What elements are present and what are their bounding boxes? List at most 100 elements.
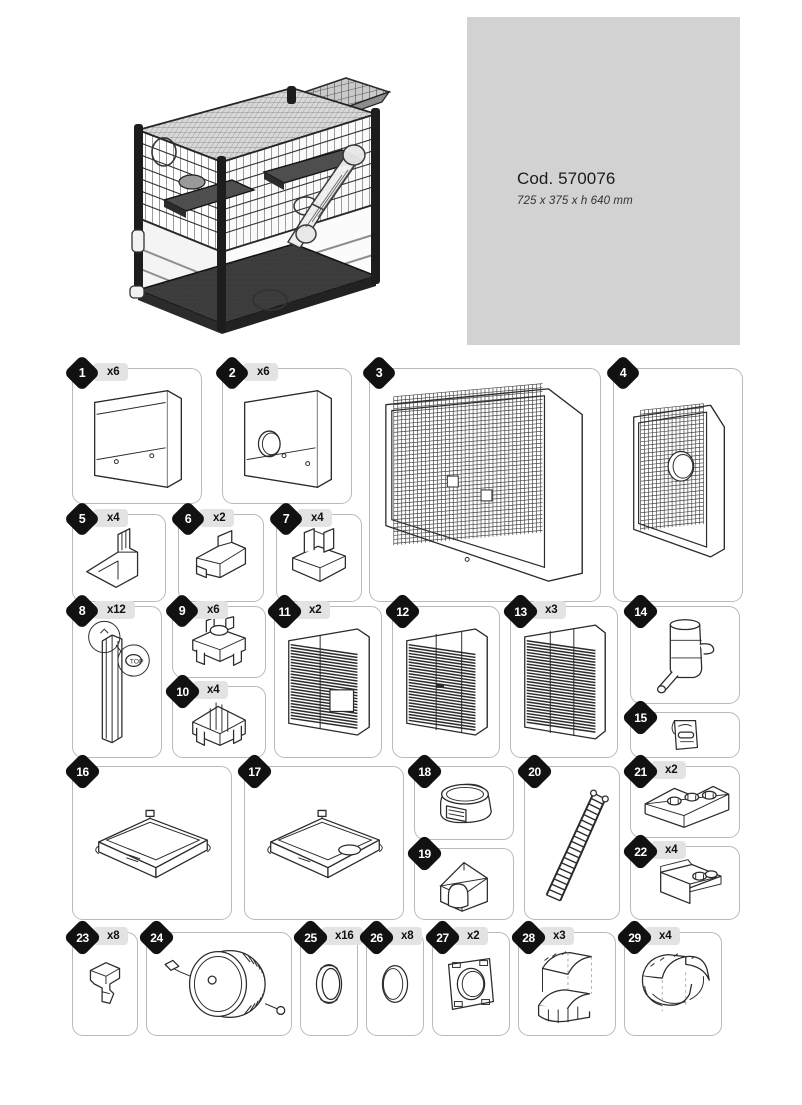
part-badge-13: 13	[501, 592, 540, 631]
part-number-15: 15	[634, 710, 647, 725]
part-number-22: 22	[634, 844, 647, 859]
part-number-18: 18	[418, 764, 431, 779]
part-illustration-side-panel-hole-icon	[223, 369, 351, 503]
part-quantity-1: x6	[93, 363, 129, 381]
part-illustration-slat-panel-tall-icon	[511, 607, 617, 757]
part-quantity-25: x16	[321, 927, 363, 945]
part-illustration-corner-bracket-icon	[73, 515, 165, 601]
part-illustration-tray-plain-icon	[73, 767, 231, 919]
part-card-20[interactable]: 20	[515, 752, 620, 920]
part-illustration-slat-panel-plain-icon	[393, 607, 499, 757]
part-badge-26: 26	[357, 918, 396, 957]
part-badge-20: 20	[515, 752, 554, 791]
part-illustration-connector-small-icon	[179, 515, 263, 601]
part-badge-23: 23	[63, 918, 102, 957]
part-badge-3: 3	[360, 354, 398, 392]
part-card-15[interactable]: 15	[621, 698, 740, 758]
product-dimensions: 725 x 375 x h 640 mm	[517, 195, 633, 207]
part-number-19: 19	[418, 846, 431, 861]
part-number-9: 9	[178, 603, 186, 618]
part-illustration-mesh-panel-wide-icon	[370, 369, 600, 601]
part-badge-17: 17	[235, 752, 274, 791]
part-number-17: 17	[248, 764, 261, 779]
part-quantity-28: x3	[539, 927, 575, 945]
part-card-26[interactable]: x8 26	[357, 918, 424, 1036]
part-card-24[interactable]: 24	[137, 918, 292, 1036]
part-number-16: 16	[76, 764, 89, 779]
part-quantity-29: x4	[645, 927, 681, 945]
part-illustration-tray-hole-icon	[245, 767, 403, 919]
part-illustration-platform-bracket-icon	[631, 847, 739, 919]
part-illustration-bottle-holder-icon	[631, 713, 739, 757]
part-badge-24: 24	[137, 918, 176, 957]
hero-section: Cod. 570076 725 x 375 x h 640 mm	[0, 0, 802, 352]
part-quantity-26: x8	[387, 927, 423, 945]
part-badge-19: 19	[405, 834, 444, 873]
svg-text:TOP: TOP	[130, 658, 144, 665]
part-quantity-9: x6	[193, 601, 229, 619]
part-badge-2: 2	[213, 354, 251, 392]
part-badge-10: 10	[163, 672, 202, 711]
part-number-24: 24	[150, 930, 163, 945]
part-illustration-tube-straight-icon	[519, 933, 615, 1035]
part-quantity-6: x2	[199, 509, 235, 527]
part-illustration-pet-house-icon	[415, 849, 513, 919]
part-badge-27: 27	[423, 918, 462, 957]
part-illustration-peg-clip-icon	[73, 933, 137, 1035]
part-badge-4: 4	[604, 354, 642, 392]
part-card-16[interactable]: 16	[63, 752, 232, 920]
part-number-26: 26	[370, 930, 383, 945]
part-card-4[interactable]: 4	[604, 354, 743, 602]
part-quantity-8: x12	[93, 601, 135, 619]
part-card-14[interactable]: 14	[621, 592, 740, 704]
part-illustration-food-bowl-icon	[415, 767, 513, 839]
part-quantity-13: x3	[531, 601, 567, 619]
part-illustration-connector-double-icon	[277, 515, 361, 601]
part-card-17[interactable]: 17	[235, 752, 404, 920]
part-badge-18: 18	[405, 752, 444, 791]
part-illustration-mesh-panel-hole-icon	[614, 369, 742, 601]
part-number-27: 27	[436, 930, 449, 945]
part-number-23: 23	[76, 930, 89, 945]
part-badge-7: 7	[267, 500, 305, 538]
part-card-18[interactable]: 18	[405, 752, 514, 840]
part-card-27[interactable]: x2 27	[423, 918, 510, 1036]
part-card-22[interactable]: x4 22	[621, 832, 740, 920]
part-card-19[interactable]: 19	[405, 834, 514, 920]
part-quantity-7: x4	[297, 509, 333, 527]
part-illustration-cap-disc-icon	[367, 933, 423, 1035]
part-illustration-tube-elbow-icon	[625, 933, 721, 1035]
part-badge-12: 12	[383, 592, 422, 631]
part-number-12: 12	[396, 604, 409, 619]
part-illustration-slat-panel-window-icon	[275, 607, 381, 757]
product-code-panel: Cod. 570076 725 x 375 x h 640 mm	[467, 17, 740, 345]
part-card-3[interactable]: 3	[360, 354, 601, 602]
part-card-12[interactable]: 12	[383, 592, 500, 758]
part-number-11: 11	[278, 604, 291, 619]
part-card-9[interactable]: x6 9	[163, 592, 266, 678]
part-number-10: 10	[176, 684, 189, 699]
part-badge-22: 22	[621, 832, 660, 871]
part-illustration-water-bottle-icon	[631, 607, 739, 703]
part-quantity-27: x2	[453, 927, 489, 945]
part-badge-5: 5	[63, 500, 101, 538]
part-illustration-side-panel-plain-icon	[73, 369, 201, 503]
part-quantity-22: x4	[651, 841, 687, 859]
part-badge-8: 8	[63, 592, 101, 630]
part-number-21: 21	[634, 764, 647, 779]
part-illustration-exercise-wheel-icon	[147, 933, 291, 1035]
